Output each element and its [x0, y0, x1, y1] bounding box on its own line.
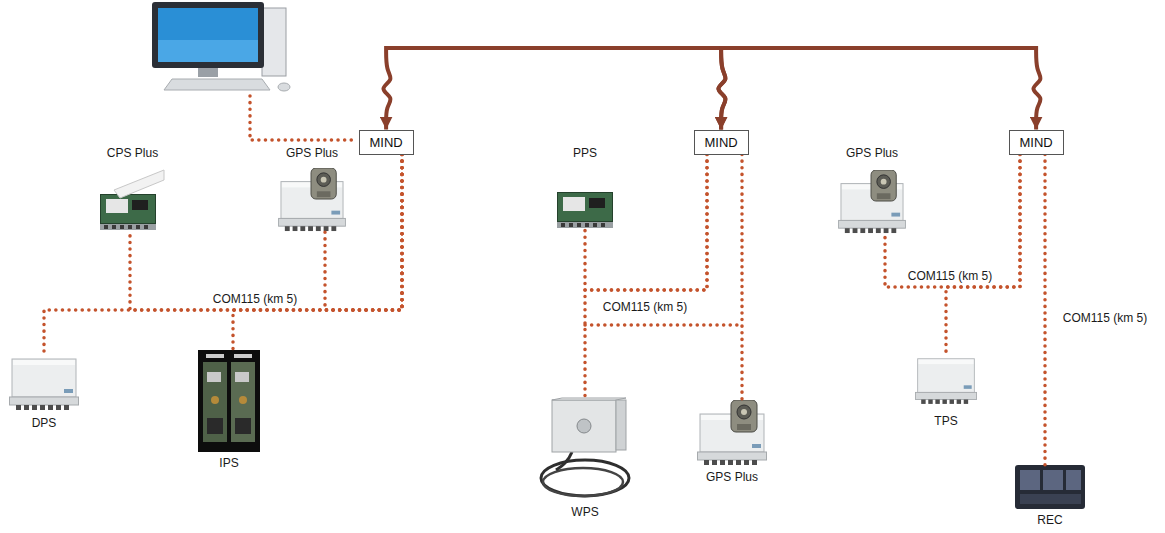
com-link	[740, 155, 744, 401]
hub-box: MIND	[1009, 130, 1064, 155]
com-wire	[585, 323, 742, 327]
com-link	[325, 155, 402, 311]
com-link	[885, 155, 1020, 288]
gps-device	[839, 170, 906, 233]
ips-device	[198, 350, 260, 452]
hub-label: MIND	[705, 135, 738, 150]
link-label: COM115 (km 5)	[601, 300, 689, 314]
device-node: GPS Plus	[697, 400, 767, 484]
device-label: DPS	[32, 416, 57, 430]
com-link	[585, 155, 707, 399]
com-link	[1043, 155, 1047, 466]
dps-device	[10, 359, 79, 410]
device-label: CPS Plus	[107, 146, 158, 160]
device-node: GPS Plus	[838, 146, 906, 234]
device-label: GPS Plus	[286, 146, 338, 160]
device-label: REC	[1037, 513, 1062, 527]
device-node: CPS Plus	[100, 146, 165, 232]
gps-device	[279, 168, 346, 231]
com-link	[946, 155, 1020, 353]
link-label: COM115 (km 5)	[211, 292, 299, 306]
cps-device	[100, 170, 164, 230]
device-node: DPS	[8, 355, 80, 430]
device-label: WPS	[571, 505, 598, 519]
pps-device	[557, 193, 613, 229]
rec-device	[1015, 465, 1085, 509]
hub-box: MIND	[694, 130, 749, 155]
device-node: WPS	[540, 398, 630, 519]
device-label: GPS Plus	[706, 470, 758, 484]
link-label: COM115 (km 5)	[906, 269, 994, 283]
tps-device	[915, 359, 976, 404]
device-node: GPS Plus	[278, 146, 346, 232]
device-node: TPS	[915, 352, 977, 428]
bus-connector	[718, 48, 1040, 130]
gps-device	[698, 400, 767, 465]
com-link	[233, 155, 402, 351]
com-link	[130, 155, 402, 311]
computer-illustration	[152, 2, 290, 91]
device-node: PPS	[557, 146, 613, 228]
wps-device	[541, 398, 629, 496]
device-node: IPS	[198, 350, 260, 470]
device-label: PPS	[573, 146, 597, 160]
hub-label: MIND	[1020, 135, 1053, 150]
device-label: GPS Plus	[846, 146, 898, 160]
com-link	[585, 155, 707, 291]
device-node: REC	[1015, 465, 1085, 527]
link-label: COM115 (km 5)	[1061, 311, 1149, 325]
hub-label: MIND	[370, 135, 403, 150]
device-label: TPS	[934, 414, 957, 428]
hub-box: MIND	[359, 130, 414, 155]
computer-link	[250, 96, 356, 140]
device-label: IPS	[219, 456, 238, 470]
bus-connector	[383, 48, 725, 130]
com-link	[44, 155, 402, 356]
